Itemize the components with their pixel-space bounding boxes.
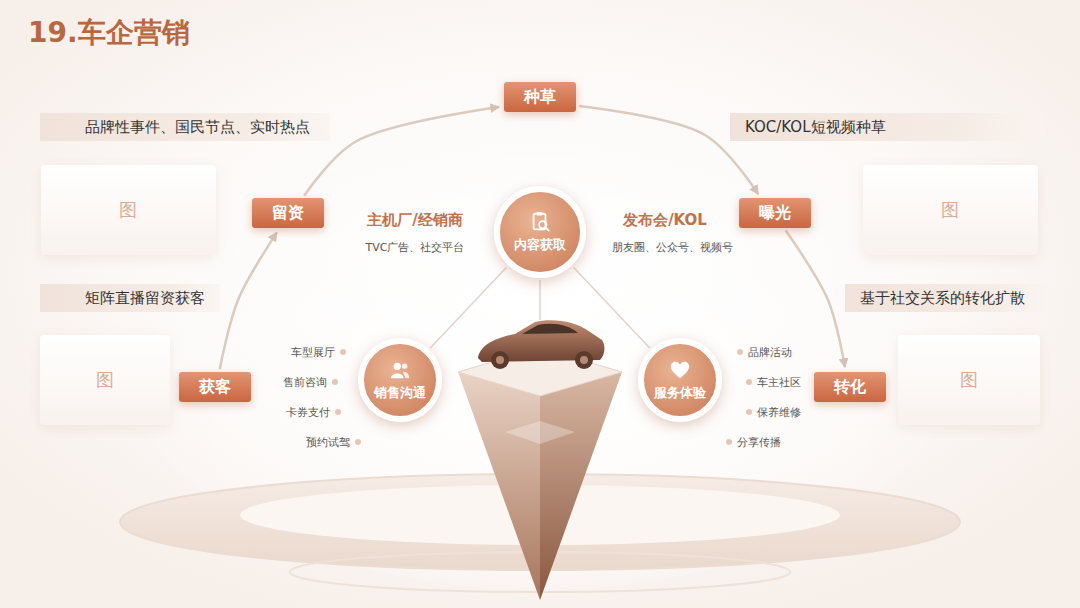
image-placeholder: 图 [863,165,1038,255]
node-text: 留资 [272,203,304,223]
hub-icon [668,359,692,381]
list-item: 分享传播 [737,435,781,450]
node-text: 图 [96,368,114,392]
node-text: 种草 [524,87,556,107]
source-label: 主机厂/经销商 [367,211,462,230]
car-illustration [478,320,604,369]
hub-icon [528,211,552,233]
flow-arrow [304,107,499,196]
page-title: 19.车企营销 [28,14,190,52]
hub-leader [539,280,541,320]
channel-label: 朋友圈、公众号、视频号 [612,240,733,255]
node-text: 图 [119,198,137,222]
image-placeholder: 图 [40,335,170,425]
image-placeholder: 图 [41,165,216,255]
list-item: 预约试驾 [306,435,350,450]
list-item: 售前咨询 [283,375,327,390]
hub-circle: 服务体验 [638,338,722,422]
flow-arrow [220,232,277,369]
list-item: 保养维修 [757,405,801,420]
node-text: 曝光 [759,203,791,223]
node-text: 品牌性事件、国民节点、实时热点 [85,118,310,137]
node-text: 基于社交关系的转化扩散 [860,289,1025,308]
stage-tag: 曝光 [739,198,811,228]
node-text: 销售沟通 [374,384,426,402]
list-item: 车型展厅 [291,345,335,360]
hub-icon [388,359,412,381]
stage-tag: 种草 [504,82,576,112]
note-band: 基于社交关系的转化扩散 [845,284,1045,312]
list-item: 卡券支付 [286,405,330,420]
note-band: KOC/KOL短视频种草 [730,113,1045,141]
hub-circle: 内容获取 [494,186,586,278]
source-label: 发布会/KOL [623,211,707,230]
node-text: 转化 [834,377,866,397]
list-item: 车主社区 [757,375,801,390]
node-text: KOC/KOL短视频种草 [745,118,886,137]
link-line [574,268,650,348]
link-line [430,268,506,348]
pedestal-right [540,372,622,600]
channel-label: TVC广告、社交平台 [366,240,465,255]
note-band: 品牌性事件、国民节点、实时热点 [40,113,330,141]
pedestal-shine [505,421,575,444]
flow-arrow [786,231,845,368]
list-item: 品牌活动 [748,345,792,360]
node-text: 服务体验 [654,384,706,402]
stage-tag: 获客 [179,372,251,402]
image-placeholder: 图 [898,335,1040,425]
hub-circle: 销售沟通 [358,338,442,422]
note-band: 矩阵直播留资获客 [40,284,220,312]
node-text: 矩阵直播留资获客 [85,289,205,308]
stage-tag: 转化 [814,372,886,402]
pedestal-left [458,372,540,600]
node-text: 获客 [199,377,231,397]
node-text: 内容获取 [514,236,566,254]
stage-tag: 留资 [252,198,324,228]
node-text: 图 [960,368,978,392]
node-text: 图 [941,198,959,222]
